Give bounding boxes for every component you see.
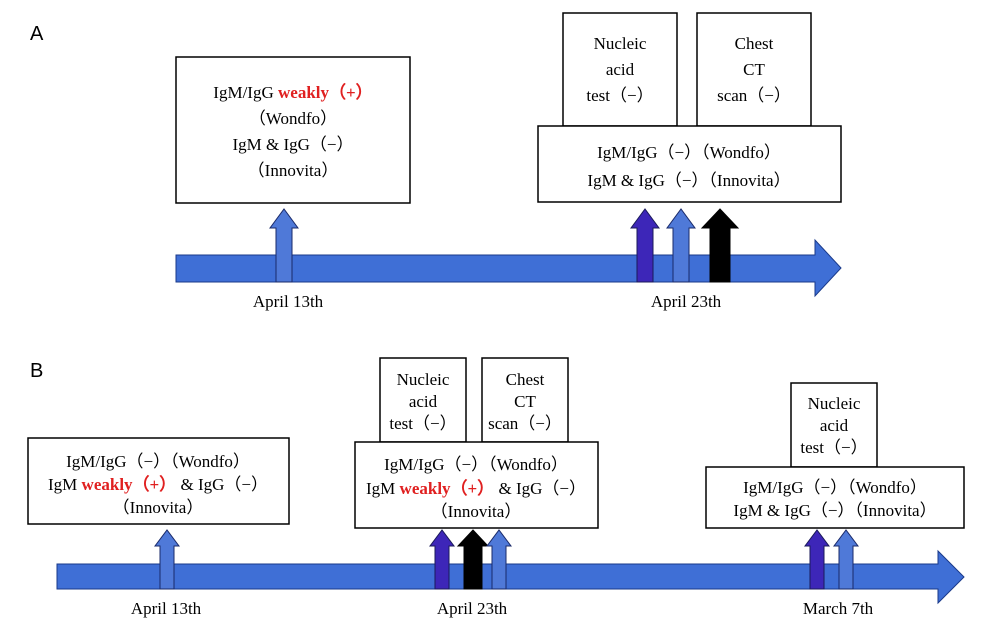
panel-b-serology-box-1 [27,437,290,525]
panel-b-arrow-april23-black [456,529,490,590]
panel-b-box1-line3: （Innovita） [113,498,204,517]
panel-b-chest-line1: Chest [506,370,545,389]
panel-a-arrow-april23-blue [666,208,696,283]
panel-a-box2-line2: IgM & IgG（−）（Innovita） [587,171,790,190]
panel-a-nucleic-line1: Nucleic [594,34,647,53]
panel-a-arrow-april23-black [700,208,740,283]
panel-b-chest-line2: CT [514,392,536,411]
panel-b-nucleic2-line2: acid [820,416,849,435]
panel-b-box2-line3: （Innovita） [431,502,522,521]
panel-b-nucleic-line2: acid [409,392,438,411]
panel-b-chest-ct-box [481,357,569,443]
panel-b-date-march7: March 7th [803,599,874,618]
panel-a-box1-line3: IgM & IgG（−） [232,135,353,154]
panel-a-arrow-april23-purple [630,208,660,283]
panel-b-date-april23: April 23th [437,599,508,618]
panel-b-nucleic-line1: Nucleic [397,370,450,389]
panel-b-chest-line3: scan（−） [488,414,562,433]
panel-a-nucleic-line3: test（−） [586,86,653,105]
panel-b-arrow-april13-blue [154,529,180,590]
panel-a-box1-line1: IgM/IgG weakly（+） [213,82,372,102]
panel-a-date-april13: April 13th [253,292,324,311]
panel-a-serology-box-1 [175,56,411,204]
panel-a-date-april23: April 23th [651,292,722,311]
panel-b-box1-line1: IgM/IgG（−）（Wondfo） [66,452,250,471]
panel-a-nucleic-line2: acid [606,60,635,79]
panel-a-chest-ct-box [696,12,812,127]
panel-b-box1-line2: IgM weakly（+） & IgG（−） [48,474,268,494]
panel-b-serology-box-3 [705,466,965,529]
panel-b-box3-line1: IgM/IgG（−）（Wondfo） [743,478,927,497]
panel-b-nucleic2-line1: Nucleic [808,394,861,413]
panel-a-nucleic-acid-box [562,12,678,127]
panel-a-box1-line4: （Innovita） [248,161,339,180]
panel-b-arrow-march7-blue [833,529,859,590]
panel-b-arrow-april23-blue [486,529,512,590]
panel-a-chest-line2: CT [743,60,765,79]
panel-b-nucleic2-line3: test（−） [800,438,867,457]
panel-b-box3-line2: IgM & IgG（−）（Innovita） [733,501,936,520]
panel-b-nucleic-acid-box [379,357,467,443]
panel-b-arrow-march7-purple [804,529,830,590]
panel-b-date-april13: April 13th [131,599,202,618]
panel-b-serology-box-2 [354,441,599,529]
panel-b-timeline-arrow [56,549,965,605]
panel-a-label: A [30,23,44,45]
panel-b-box2-line2: IgM weakly（+） & IgG（−） [366,478,586,498]
panel-a-chest-line3: scan（−） [717,86,791,105]
panel-a-box2-line1: IgM/IgG（−）（Wondfo） [597,143,781,162]
panel-b-arrow-april23-purple [429,529,455,590]
panel-b-box2-line1: IgM/IgG（−）（Wondfo） [384,455,568,474]
panel-a-chest-line1: Chest [735,34,774,53]
panel-b-nucleic-acid-box-2 [790,382,878,468]
panel-a-arrow-april13-blue [269,208,299,283]
panel-a-serology-box-2 [537,125,842,203]
panel-b-nucleic-line3: test（−） [389,414,456,433]
panel-b-label: B [30,360,43,382]
panel-a-box1-line2: （Wondfo） [249,109,337,128]
